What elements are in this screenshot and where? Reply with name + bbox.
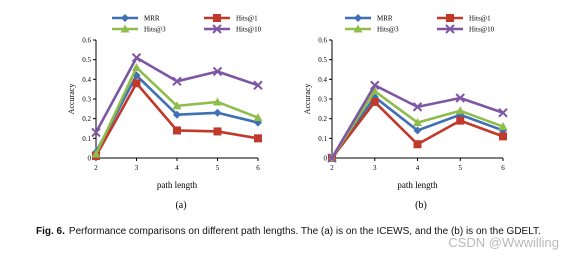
panel-b-x-tick-label: 3 [373,164,377,172]
panel-b-series-hits-at-3-point [413,118,422,127]
panel-a-y-tick-label: 0.4 [82,76,91,84]
panel-a-series-hits-at-10-point-stroke-b [172,76,182,87]
panel-a-y-tick-label: 0.6 [82,37,91,45]
caption-text: Performance comparisons on different pat… [68,226,541,237]
panel-a-x-tick-label: 4 [175,164,179,172]
panel-a-series-hits-at-10-point [172,76,182,87]
panel-b-series-hits-at-10-point-stroke-b [455,93,465,103]
panel-a-series-hits-at-10-point [212,66,223,77]
panel-b-series-hits-at-1-point [499,132,507,141]
panel-b-label: (b) [415,200,427,211]
panel-a-legend-hits-at-10-marker [212,24,222,34]
panel-b-series-hits-at-3-point [455,106,465,115]
panel-b-series-hits-at-1-point [456,116,465,125]
panel-b-y-tick-label: 0 [324,155,328,163]
panel-a-series-hits-at-3-point [132,63,141,72]
panel-a-legend-mrr-label: MRR [144,15,160,23]
panel-b-y-tick-label: 0.4 [318,76,327,84]
panel-b-y-tick-label: 0.1 [318,135,327,143]
panel-a-y-axis-label: Accuracy [67,84,76,115]
panel-b-series-hits-at-10-point [412,102,423,112]
panel-a-series-mrr-point [213,108,222,117]
panel-a-y-tick-label: 0.5 [82,56,91,64]
panel-b-legend-hits-at-3-label: Hits@3 [377,26,399,34]
panel-b-legend-hits-at-10-marker [445,24,455,34]
panel-b-series-hits-at-10-point-stroke-b [370,80,380,90]
panel-b-x-tick-label: 5 [459,164,463,172]
panel-a-x-tick-label: 5 [216,164,220,172]
panel-b-legend-mrr-label: MRR [377,15,393,23]
panel-a-series-mrr-point [173,110,181,119]
panel-b-series-hits-at-1-point [370,97,379,106]
panel-a-series-hits-at-1-point [213,127,222,136]
panel-b-legend-hits-at-10-label: Hits@10 [469,26,495,34]
panel-a-y-tick-label: 0.2 [82,115,91,123]
panel-a-series-hits-at-10-point-stroke-b [91,127,101,138]
panel-b-series-hits-at-10-point [455,93,465,103]
panel-a-series-hits-at-10-line [94,56,259,134]
panel-a-legend-hits-at-1-label: Hits@1 [236,15,258,23]
panel-b-series-hits-at-3-point [370,86,380,95]
panel-b-series-hits-at-10-point [370,80,380,90]
panel-a-series-hits-at-3-point [172,101,182,110]
panel-a-x-axis-label: path length [157,180,198,190]
panel-a-series-hits-at-1-point [173,126,181,135]
panel-a-series-hits-at-10-point-stroke-b [212,66,223,77]
panel-a-y-tick-label: 0.3 [82,96,91,104]
panel-b-legend-hits-at-1-label: Hits@1 [469,15,491,23]
panel-a-legend-hits-at-3-label: Hits@3 [144,26,166,34]
panel-a-series-hits-at-3-point [91,149,101,158]
panel-a-series-hits-at-1-point [254,134,262,143]
panel-a-legend-hits-at-1-marker [213,14,221,22]
panel-b-legend-hits-at-3-marker [353,24,363,33]
panel-a-x-tick-label: 3 [135,164,139,172]
panel-a-series-hits-at-10-point [91,127,101,138]
watermark: CSDN @Wwwilling [448,235,559,250]
panel-b-x-tick-label: 2 [330,164,334,172]
panel-a-label: (a) [175,200,186,211]
panel-a-legend-mrr-marker [121,14,129,22]
panel-b-x-tick-label: 4 [416,164,420,172]
panel-b-legend-hits-at-10-marker-stroke-b [445,24,455,34]
panel-b-legend-mrr-marker [354,14,362,22]
panel-b: 0 0.1 0.2 0.3 0.4 0.5 0.6 2 3 4 5 6 Accuracy path len… [303,14,508,211]
panel-b-y-tick-label: 0.5 [318,56,327,64]
panel-a-series-hits-at-10-point [253,80,263,90]
panel-b-y-axis-label: Accuracy [303,84,312,115]
panel-a-series-hits-at-10-point-stroke-b [253,80,263,90]
panel-a-series-hits-at-3-point [253,113,263,122]
caption-label: Fig. 6. [36,226,65,237]
panel-a: 0 0.1 0.2 0.3 0.4 0.5 0.6 2 3 4 5 6 Accuracy path len… [67,14,263,211]
panel-a-y-tick-label: 0.1 [82,135,91,143]
panel-a-series-hits-at-3-point [213,97,222,106]
panel-b-y-tick-label: 0.2 [318,115,327,123]
panel-a-series-hits-at-1-line [94,81,259,157]
panel-a-legend-hits-at-10-label: Hits@10 [236,26,262,34]
panel-a-legend-hits-at-3-marker [120,24,130,33]
figure-caption: Fig. 6.Performance comparisons on differ… [36,226,556,237]
panel-b-series-hits-at-3-point [498,122,508,131]
panel-a-y-tick-label: 0 [88,155,92,163]
panel-b-y-tick-label: 0.3 [318,96,327,104]
panel-b-x-axis-label: path length [397,180,438,190]
panel-a-legend-hits-at-10-marker-stroke-b [212,24,222,34]
panel-a-x-tick-label: 2 [94,164,98,172]
panel-a-x-tick-label: 6 [256,164,260,172]
panel-b-legend-hits-at-1-marker [446,14,454,22]
panel-b-series-hits-at-1-point [413,140,422,149]
panel-b-series-mrr-point [413,126,422,135]
panel-a-series-hits-at-1-point [132,79,141,88]
panel-b-x-tick-label: 6 [501,164,505,172]
panel-b-series-hits-at-10-point [498,108,508,118]
panel-b-series-hits-at-10-point-stroke-b [327,153,337,163]
panel-a-series-hits-at-10-point-stroke-b [131,52,142,63]
panel-b-series-hits-at-10-point-stroke-b [498,108,508,118]
panel-b-series-hits-at-10-point-stroke-b [412,102,423,112]
panel-b-series-hits-at-10-point [327,153,337,163]
panel-a-series-hits-at-10-point [131,52,142,63]
panel-b-y-tick-label: 0.6 [318,37,327,45]
